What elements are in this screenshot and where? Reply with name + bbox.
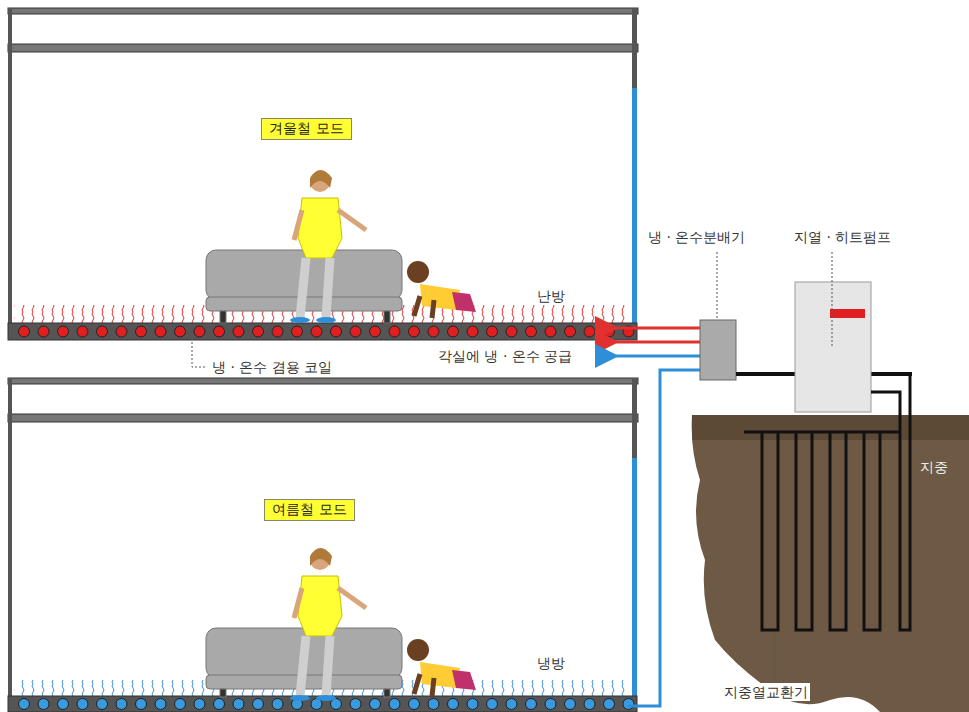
- coil-label: 냉 · 온수 겸용 코일: [210, 358, 334, 376]
- mode-caption: 난방: [535, 287, 567, 305]
- supply-label: 각실에 냉 · 온수 공급: [436, 347, 574, 365]
- mode-title: 겨울철 모드: [263, 120, 349, 138]
- mode-label-box: 여름철 모드: [264, 499, 355, 521]
- exchanger-label: 지중열교환기: [722, 683, 810, 701]
- ground-label: 지중: [918, 458, 950, 476]
- heat-pump-label: 지열 · 히트펌프: [792, 228, 893, 246]
- mode-title: 여름철 모드: [266, 501, 352, 519]
- mode-caption: 냉방: [535, 654, 567, 672]
- mode-label-box: 겨울철 모드: [261, 118, 352, 140]
- distributor-label: 냉 · 온수분배기: [646, 228, 747, 246]
